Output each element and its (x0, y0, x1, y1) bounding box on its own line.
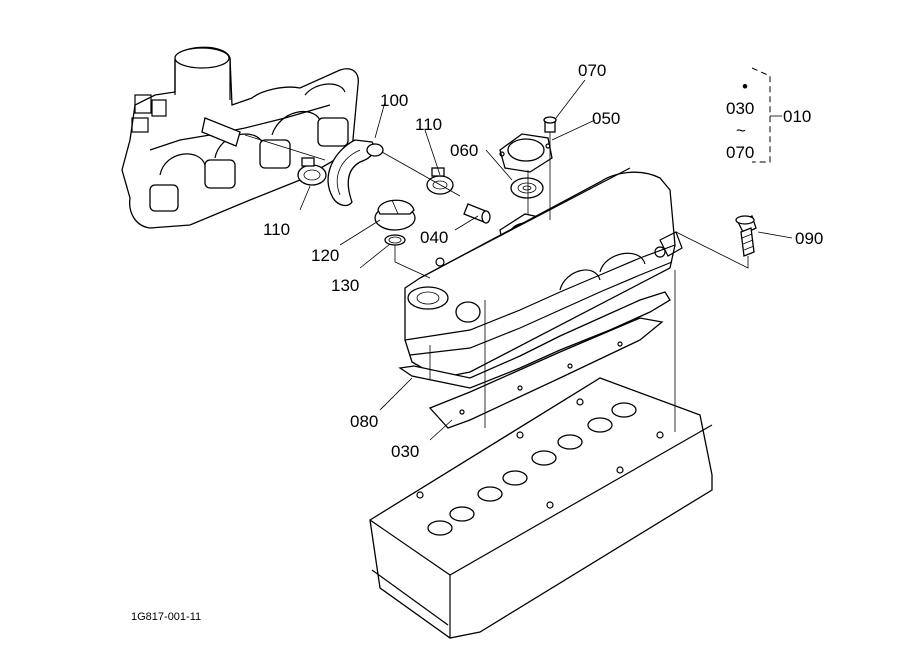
label-100-hose: 100 (380, 91, 408, 110)
cylinder-head-cover (404, 167, 683, 379)
breather-hose (327, 139, 384, 207)
breather-plate (510, 177, 544, 199)
label-080-gasket: 080 (350, 412, 378, 431)
document-number: 1G817-001-11 (131, 611, 201, 623)
head-cover-gasket (398, 291, 671, 389)
legend-range-to: 070 (726, 143, 754, 162)
cylinder-head (369, 377, 713, 639)
cover-bolt (735, 215, 757, 257)
label-070-screw: 070 (578, 61, 606, 80)
label-060-plate: 060 (450, 141, 478, 160)
leader-lines (244, 79, 793, 441)
breather-cover (499, 133, 553, 173)
legend-group-number: 010 (783, 107, 811, 126)
label-110-clamp-left: 110 (263, 220, 290, 239)
hose-clamp-left (297, 157, 327, 186)
legend-bullet: • (742, 77, 748, 96)
label-120-filler-cap: 120 (311, 246, 339, 265)
cover-screw (543, 116, 557, 133)
label-040-pipe: 040 (420, 228, 448, 247)
legend-range-from: 030 (726, 99, 754, 118)
part-group-bracket: • 030 ~ 070 010 (726, 67, 811, 163)
o-ring (384, 234, 406, 246)
valve-seats (427, 402, 637, 536)
part-labels: 070 100 110 050 060 110 120 040 130 090 … (263, 61, 823, 461)
oil-filler-cap (374, 199, 416, 231)
breather-pipe (463, 203, 491, 224)
label-130-o-ring: 130 (331, 276, 359, 295)
cylinder-head-gasket (428, 317, 664, 429)
label-090-bolt: 090 (795, 229, 823, 248)
legend-range-tilde: ~ (736, 121, 746, 140)
intake-manifold (121, 46, 359, 229)
label-110-clamp-right: 110 (415, 115, 442, 134)
label-050-cover: 050 (592, 109, 620, 128)
label-030-gasket: 030 (391, 442, 419, 461)
